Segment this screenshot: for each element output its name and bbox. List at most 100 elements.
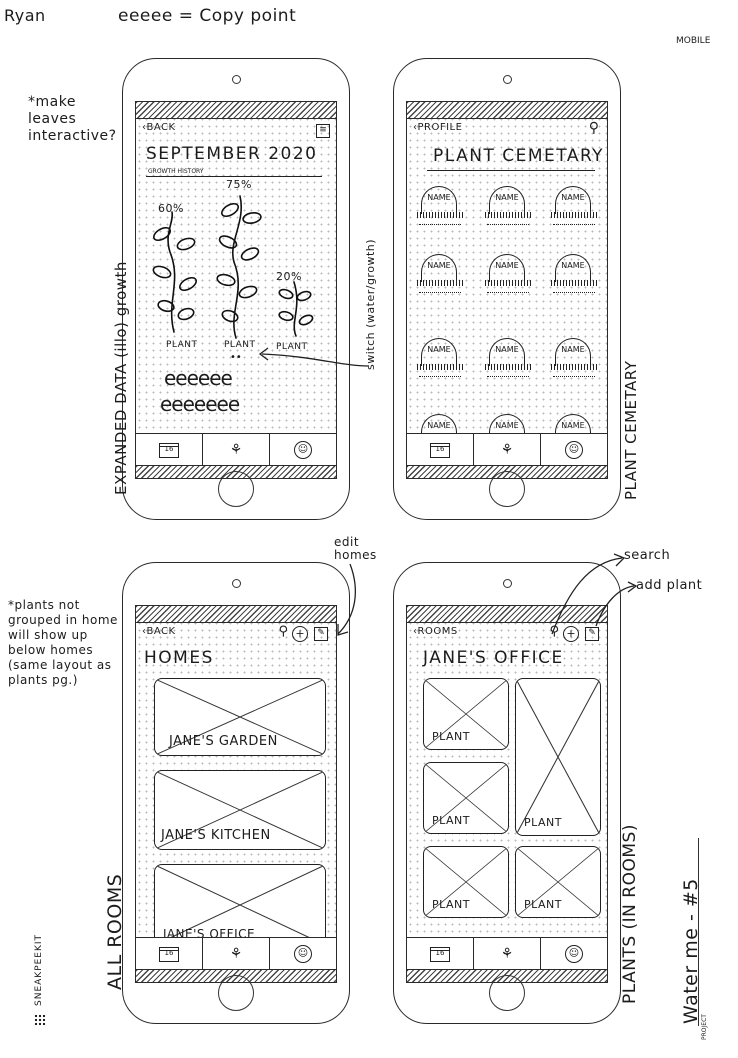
home-card[interactable]: JANE'S KITCHEN (154, 770, 326, 850)
phone-plant-cemetary: ‹PROFILE ⚲ PLANT CEMETARY NAME NAME NAME… (393, 58, 621, 520)
plant-illustrations[interactable] (136, 182, 336, 342)
note-add-plant: add plant (636, 578, 703, 593)
project-label: PROJECT (701, 1014, 708, 1040)
grave-card[interactable]: NAME (417, 254, 463, 294)
tab-plants[interactable]: ⚘ (474, 434, 541, 466)
screen-homes: ‹BACK ⚲ + ✎ HOMES JANE'S GARDEN JANE'S K… (135, 605, 337, 983)
tab-plants[interactable]: ⚘ (203, 938, 270, 970)
brand-name: SNEAKPEEKIT (34, 933, 44, 1006)
home-button[interactable] (218, 975, 254, 1011)
phone-room-plants: ‹ROOMS ⚲ + ✎ JANE'S OFFICE PLANT PLANT P… (393, 562, 621, 1024)
sprout-icon: ⚘ (500, 946, 514, 962)
camera (232, 75, 241, 84)
screen-room-plants: ‹ROOMS ⚲ + ✎ JANE'S OFFICE PLANT PLANT P… (406, 605, 608, 983)
back-button[interactable]: ‹BACK (142, 122, 176, 133)
image-placeholder (155, 865, 325, 945)
edit-homes-icon[interactable]: ✎ (314, 627, 328, 641)
plant-card[interactable]: PLANT (515, 678, 601, 836)
plant-card[interactable]: PLANT (423, 846, 509, 918)
tab-profile[interactable]: ☺ (541, 938, 607, 970)
grave-card[interactable]: NAME (485, 414, 531, 454)
grave-card[interactable]: NAME (417, 338, 463, 378)
home-name: JANE'S GARDEN (169, 734, 278, 749)
search-icon[interactable]: ⚲ (278, 624, 288, 639)
calendar-icon: 16 (159, 946, 179, 962)
tab-profile[interactable]: ☺ (270, 938, 336, 970)
grave-card[interactable]: NAME (551, 338, 597, 378)
page-indicator[interactable]: •• (230, 352, 242, 363)
home-button[interactable] (489, 471, 525, 507)
tab-plants[interactable]: ⚘ (203, 434, 270, 466)
grave-card[interactable]: NAME (417, 186, 463, 226)
home-button[interactable] (218, 471, 254, 507)
plant-card[interactable]: PLANT (515, 846, 601, 918)
status-bar (136, 102, 336, 119)
image-placeholder (155, 771, 325, 849)
mobile-tag: MOBILE (676, 36, 711, 46)
grave-card[interactable]: NAME (417, 414, 463, 454)
back-button[interactable]: ‹BACK (142, 626, 176, 637)
grave-card[interactable]: NAME (485, 338, 531, 378)
list-icon[interactable]: ≡ (316, 124, 330, 138)
add-icon[interactable]: + (292, 626, 308, 642)
page-title: JANE'S OFFICE (423, 648, 564, 668)
camera (232, 579, 241, 588)
status-bar (407, 606, 607, 623)
tab-bar: 16 ⚘ ☺ (136, 937, 336, 970)
plant-card[interactable]: PLANT (423, 762, 509, 834)
plant-percent: 75% (226, 178, 252, 191)
page-subtitle: GROWTH HISTORY (148, 168, 204, 175)
arrow-edit-homes (337, 563, 356, 636)
plant-name: PLANT (524, 898, 562, 911)
home-card[interactable]: JANE'S GARDEN (154, 678, 326, 756)
page-title: PLANT CEMETARY (433, 146, 605, 166)
plant-label: PLANT (224, 340, 256, 350)
grave-card[interactable]: NAME (485, 186, 531, 226)
tab-calendar[interactable]: 16 (407, 434, 474, 466)
plant-card[interactable]: PLANT (423, 678, 509, 750)
grave-card[interactable]: NAME (551, 414, 597, 454)
arrow-switch (258, 347, 369, 367)
profile-icon: ☺ (294, 441, 312, 459)
tab-calendar[interactable]: 16 (136, 938, 203, 970)
page-title: SEPTEMBER 2020 (146, 144, 318, 164)
calendar-icon: 16 (430, 946, 450, 962)
home-card[interactable]: JANE'S OFFICE (154, 864, 326, 946)
add-plant-icon[interactable]: + (563, 626, 579, 642)
plant-percent: 60% (158, 202, 184, 215)
screen-growth-history: ‹BACK ≡ SEPTEMBER 2020 GROWTH HISTORY (135, 101, 337, 479)
sprout-icon: ⚘ (229, 946, 243, 962)
calendar-icon: 16 (159, 442, 179, 458)
tab-plants[interactable]: ⚘ (474, 938, 541, 970)
back-button[interactable]: ‹ROOMS (413, 626, 458, 637)
tab-bar: 16 ⚘ ☺ (136, 433, 336, 466)
tab-calendar[interactable]: 16 (407, 938, 474, 970)
image-placeholder (516, 847, 600, 917)
back-button[interactable]: ‹PROFILE (413, 122, 463, 133)
arrow-search-add (551, 553, 638, 635)
note-search: search (624, 548, 671, 563)
grave-card[interactable]: NAME (551, 254, 597, 294)
image-placeholder (424, 679, 508, 749)
edit-icon[interactable]: ✎ (585, 627, 599, 641)
plant-percent: 20% (276, 270, 302, 283)
tab-calendar[interactable]: 16 (136, 434, 203, 466)
grave-card[interactable]: NAME (485, 254, 531, 294)
sprout-icon: ⚘ (500, 442, 514, 458)
author-name: Ryan (4, 6, 46, 25)
profile-icon: ☺ (565, 441, 583, 459)
image-placeholder (424, 847, 508, 917)
camera (503, 75, 512, 84)
brand-dots-icon (34, 1014, 46, 1026)
plant-name: PLANT (432, 898, 470, 911)
search-icon[interactable]: ⚲ (549, 624, 559, 639)
search-icon[interactable]: ⚲ (588, 120, 599, 136)
tab-profile[interactable]: ☺ (270, 434, 336, 466)
grave-card[interactable]: NAME (551, 186, 597, 226)
status-bar (407, 102, 607, 119)
tab-profile[interactable]: ☺ (541, 434, 607, 466)
plant-label: PLANT (166, 340, 198, 350)
sprout-icon: ⚘ (229, 442, 243, 458)
home-button[interactable] (489, 975, 525, 1011)
copy-placeholder: eeeeee (164, 366, 233, 390)
